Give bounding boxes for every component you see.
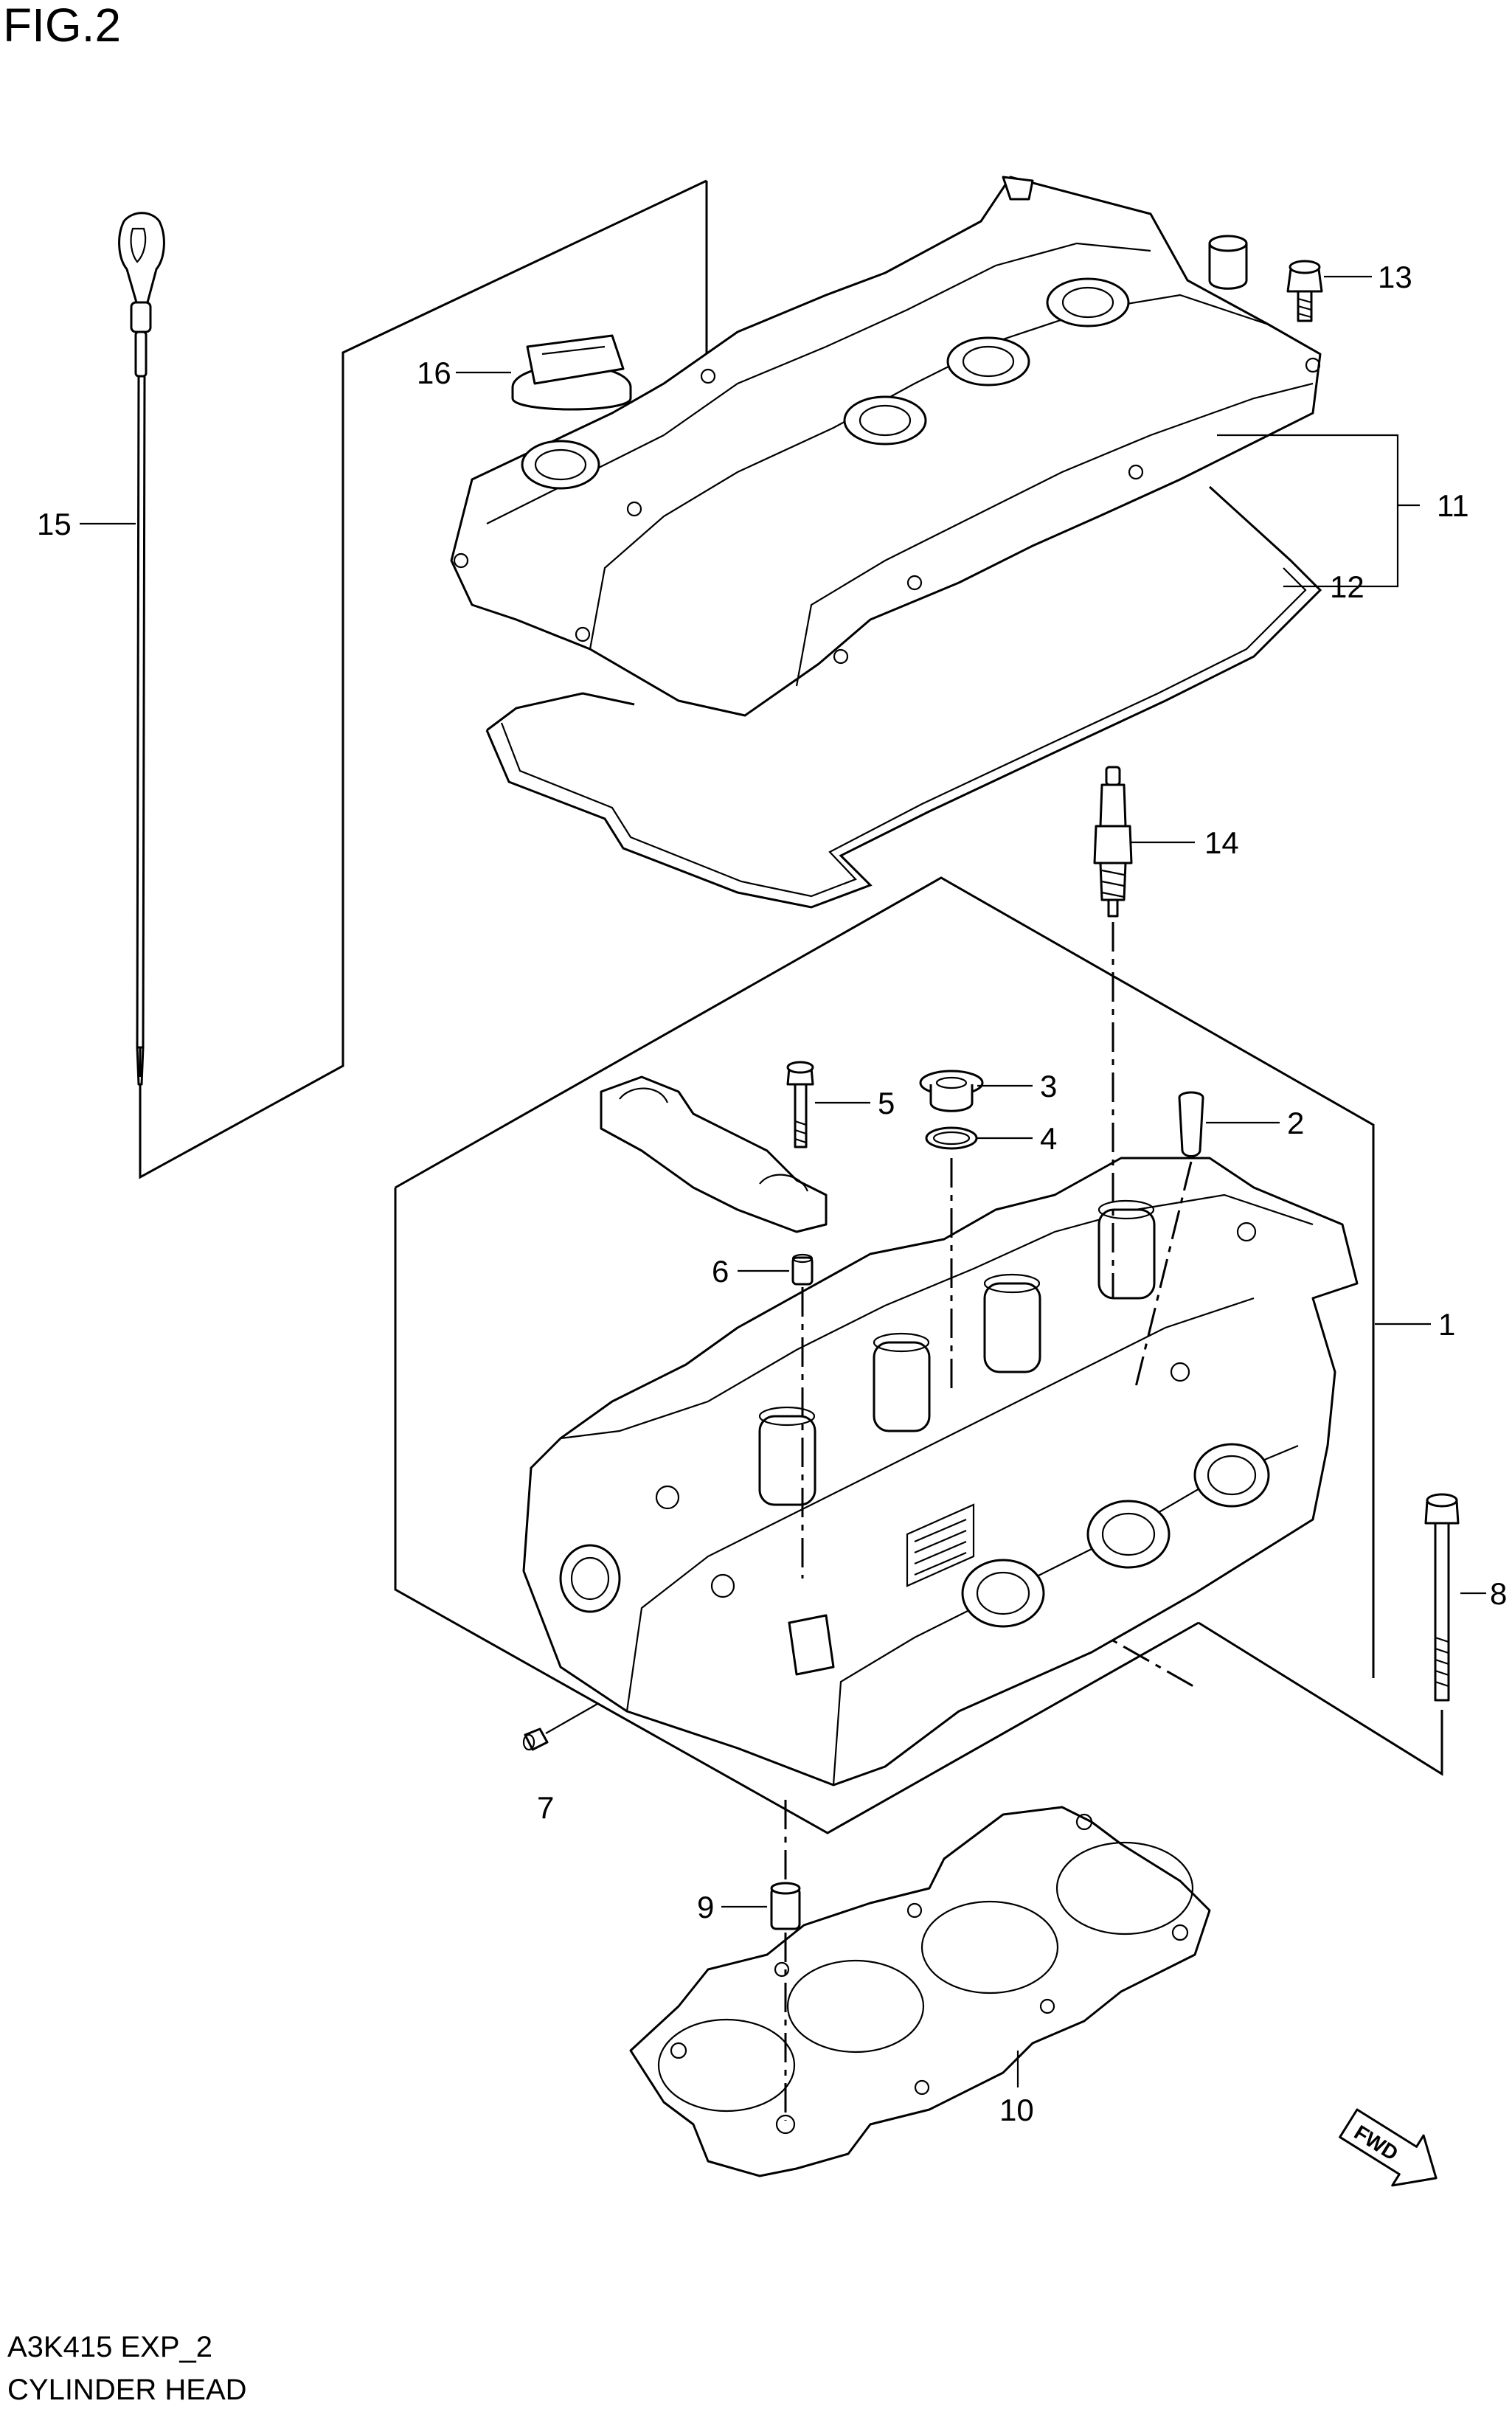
callout-13: 13	[1378, 260, 1412, 294]
callout-5: 5	[878, 1086, 895, 1120]
figure-code: A3K415 EXP_2	[7, 2331, 212, 2363]
figure-title: FIG.2	[3, 0, 122, 52]
callout-16: 16	[417, 356, 451, 390]
head-group-frame	[394, 876, 1443, 1834]
dipstick-part-15	[118, 212, 165, 1086]
sleeve-part-2	[1178, 1091, 1204, 1157]
o-ring-part-4	[925, 1126, 978, 1150]
camshaft-cap	[600, 1075, 828, 1233]
cylinder-head-part-1	[522, 1157, 1359, 1787]
callout-1: 1	[1438, 1307, 1455, 1342]
fwd-arrow-icon: FWD	[1339, 2108, 1438, 2187]
cover-group-frame	[139, 179, 708, 1179]
callout-leaders	[80, 275, 1486, 2121]
callout-3: 3	[1040, 1069, 1057, 1103]
plug-part-3	[919, 1070, 984, 1112]
callout-6: 6	[712, 1254, 729, 1289]
head-bolt-part-8	[1424, 1493, 1460, 1702]
spark-plug-part-14	[1093, 766, 1133, 918]
plug-part-7	[522, 1727, 549, 1751]
cover-gasket-part-12	[485, 485, 1322, 909]
callout-8: 8	[1490, 1576, 1507, 1611]
dowel-pin-part-6	[791, 1253, 814, 1286]
oil-filler-cap-part-16	[511, 334, 632, 411]
figure-name: CYLINDER HEAD	[7, 2374, 247, 2406]
cover-bolt-part-13	[1286, 260, 1323, 322]
callout-14: 14	[1204, 825, 1239, 860]
callout-7: 7	[537, 1790, 554, 1825]
callout-12: 12	[1330, 569, 1364, 604]
callout-10: 10	[999, 2093, 1034, 2127]
cylinder-head-cover-part-11	[450, 176, 1322, 717]
callout-15: 15	[37, 507, 72, 541]
head-gasket-part-10	[629, 1806, 1211, 2177]
callout-2: 2	[1287, 1106, 1304, 1140]
callout-4: 4	[1040, 1121, 1057, 1156]
callout-11: 11	[1437, 488, 1469, 523]
callout-9: 9	[697, 1890, 714, 1924]
camcap-bolt-part-5	[786, 1061, 814, 1148]
dowel-part-9	[770, 1882, 801, 1930]
callout-labels: 1 2 3 4 5 6 7 8 9 10 11 12 13 14 15 16	[37, 260, 1507, 2127]
